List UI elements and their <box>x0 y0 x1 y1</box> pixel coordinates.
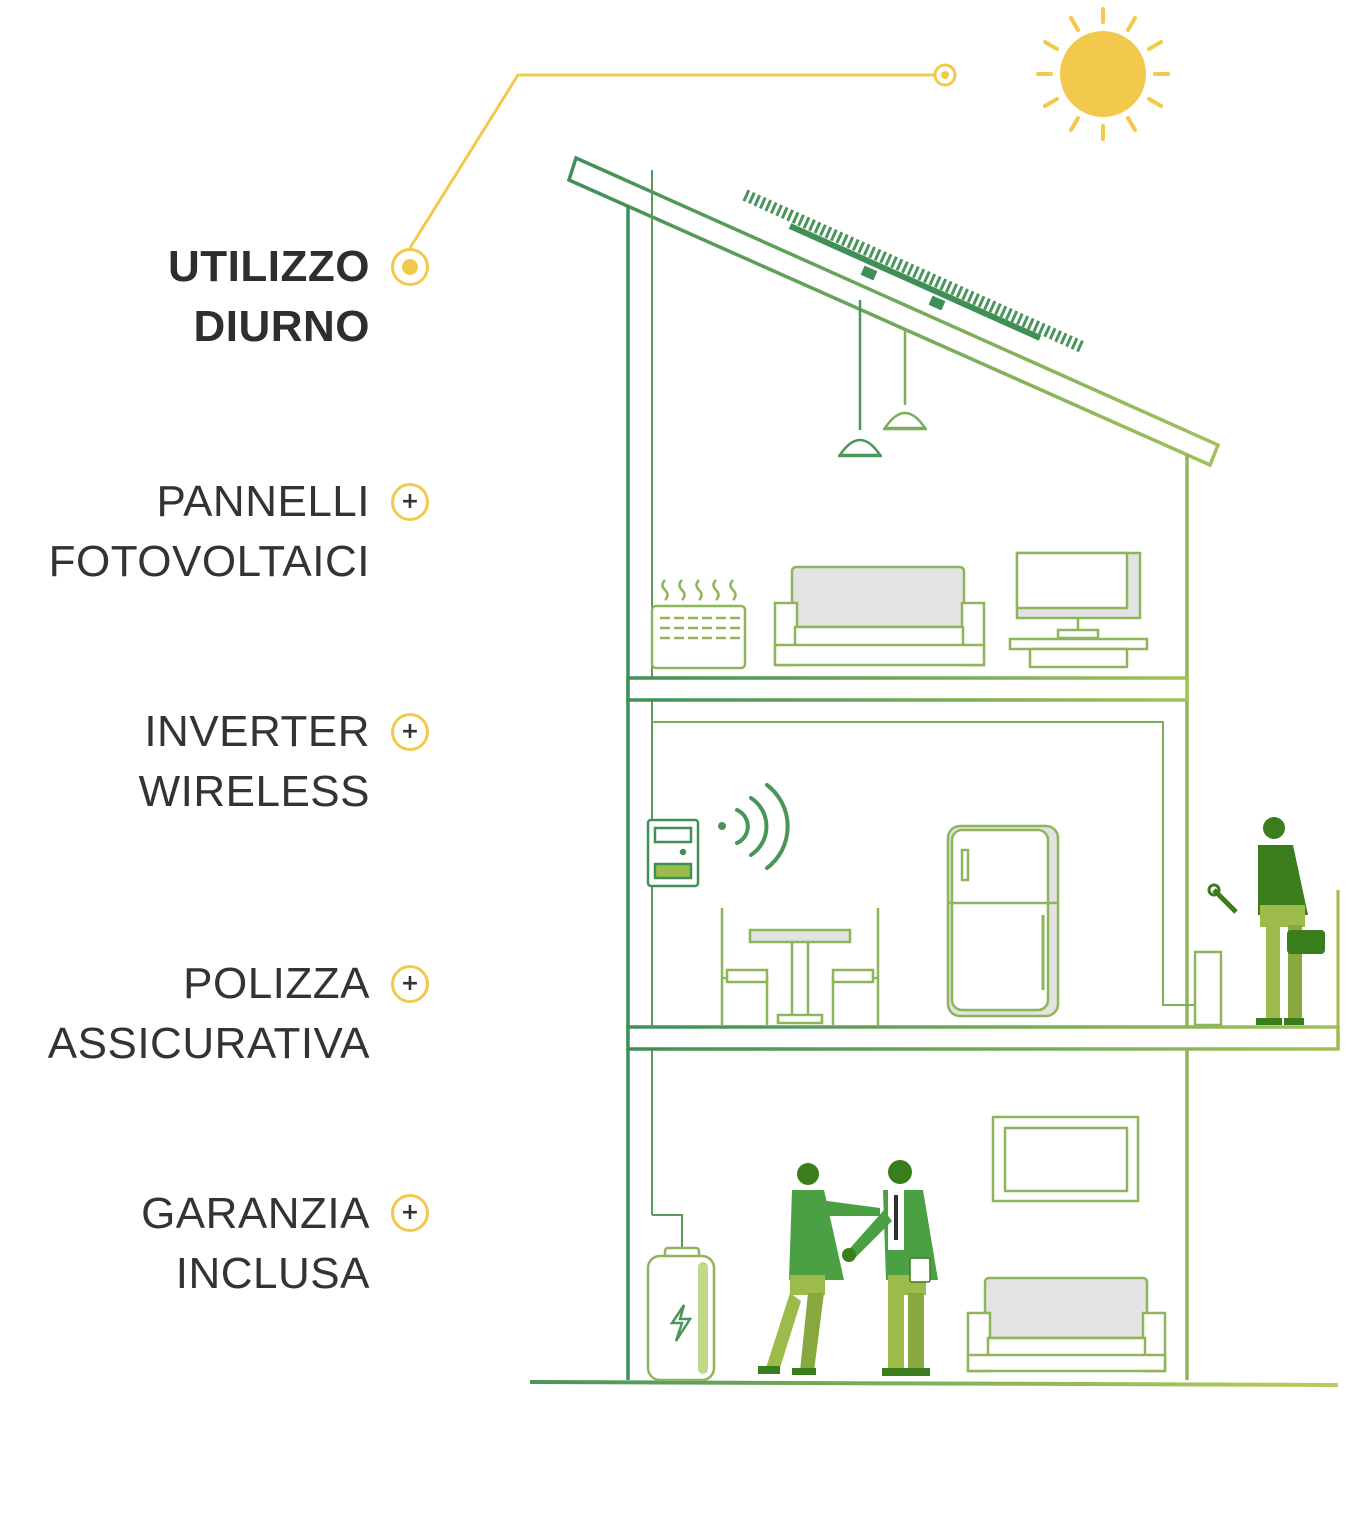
menu-item-line1: UTILIZZO <box>168 242 370 291</box>
fridge <box>946 824 1060 1018</box>
menu-item-garanzia-inclusa[interactable]: GARANZIA INCLUSA <box>141 1184 370 1304</box>
menu-item-line1: GARANZIA <box>141 1189 370 1238</box>
sofa-top-floor <box>773 565 986 667</box>
active-dot-icon <box>391 248 429 286</box>
handshake-icon <box>758 1160 938 1376</box>
sun-icon <box>1036 7 1170 141</box>
expand-plus-icon[interactable]: + <box>391 1194 429 1232</box>
meter-cabinet <box>1193 950 1223 1027</box>
technician-figure <box>1207 817 1325 1025</box>
menu-item-line2: DIURNO <box>193 302 370 351</box>
solar-panel-icon <box>742 189 1085 353</box>
menu-item-line2: FOTOVOLTAICI <box>48 537 370 586</box>
menu-item-inverter-wireless[interactable]: INVERTER WIRELESS <box>139 702 370 822</box>
roof <box>566 155 1221 468</box>
radiator-icon <box>650 579 747 670</box>
connector-line <box>408 73 936 249</box>
menu-item-pannelli-fotovoltaici[interactable]: PANNELLI FOTOVOLTAICI <box>49 472 370 592</box>
menu-item-line1: PANNELLI <box>156 477 370 526</box>
menu-item-line1: INVERTER <box>144 707 370 756</box>
menu-item-utilizzo-diurno: UTILIZZO DIURNO <box>168 237 370 357</box>
menu-item-line2: ASSICURATIVA <box>47 1019 370 1068</box>
wifi-icon <box>718 783 790 870</box>
sofa-ground-floor <box>966 1276 1167 1373</box>
wall-frame <box>991 1115 1140 1203</box>
expand-plus-icon[interactable]: + <box>391 713 429 751</box>
ceiling-lamps <box>837 300 928 458</box>
battery-icon <box>646 1246 716 1382</box>
menu-item-line1: POLIZZA <box>183 959 370 1008</box>
menu-item-polizza-assicurativa[interactable]: POLIZZA ASSICURATIVA <box>48 954 370 1074</box>
expand-plus-icon[interactable]: + <box>391 483 429 521</box>
menu-item-line2: WIRELESS <box>138 767 370 816</box>
wrench-icon <box>1207 883 1238 914</box>
house-structure <box>529 170 1340 1387</box>
dining-table <box>720 908 880 1026</box>
inverter-icon <box>646 818 700 888</box>
expand-plus-icon[interactable]: + <box>391 965 429 1003</box>
briefcase-icon <box>1287 930 1325 954</box>
tv-stand <box>1008 551 1149 669</box>
menu-item-line2: INCLUSA <box>175 1249 370 1298</box>
